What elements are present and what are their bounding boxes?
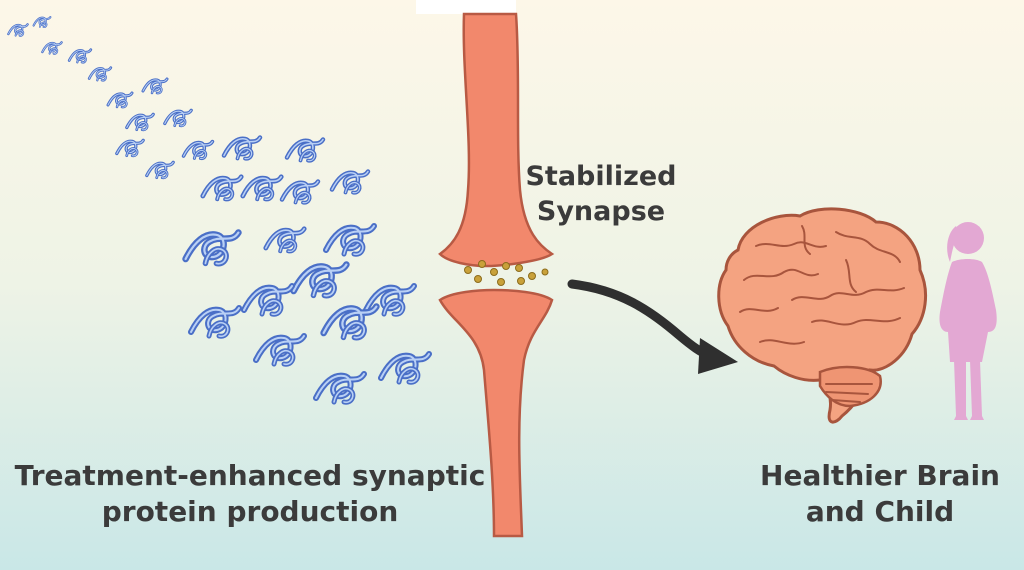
brain-icon — [717, 207, 927, 424]
stabilized-synapse-label: Stabilized Synapse — [506, 160, 696, 229]
treatment-label: Treatment-enhanced synaptic protein prod… — [0, 458, 500, 530]
treatment-label-line-2: protein production — [101, 494, 399, 528]
outcome-arrow — [567, 279, 715, 361]
treatment-label-line-1: Treatment-enhanced synaptic — [14, 459, 486, 492]
arrow-head-icon — [698, 338, 738, 374]
outcome-label-line-2: and Child — [805, 494, 955, 528]
healthier-brain-child-label: Healthier Brain and Child — [745, 458, 1015, 530]
top-white-bar — [416, 0, 516, 14]
synapse-label-line-2: Synapse — [536, 195, 666, 227]
presynaptic-neuron — [438, 12, 555, 268]
outcome-label-line-1: Healthier Brain — [760, 459, 1000, 492]
synapse-label-line-1: Stabilized — [525, 161, 677, 192]
child-silhouette-icon — [939, 222, 997, 420]
postsynaptic-neuron — [438, 288, 554, 538]
neurotransmitter-vesicles — [464, 260, 549, 286]
